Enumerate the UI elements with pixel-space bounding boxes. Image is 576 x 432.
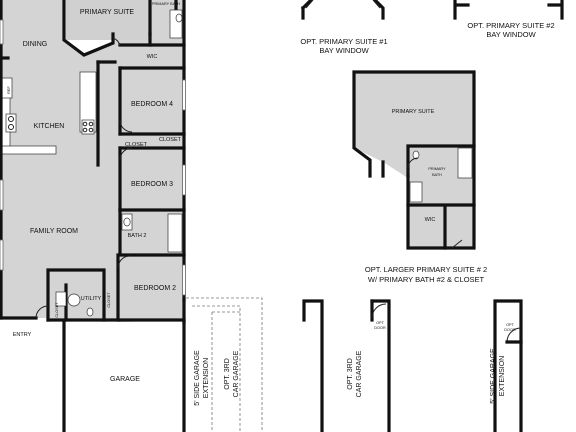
larger-suite-fill <box>354 72 474 248</box>
window-family <box>0 179 4 211</box>
burner-2 <box>88 121 94 127</box>
label-sge-door-1: OPT <box>506 323 514 327</box>
sink-basin-b <box>8 124 14 130</box>
larger-suite-toilet <box>412 150 420 160</box>
label-utility: UTILITY <box>81 296 102 302</box>
label-sge: 5' SIDE GARAGE EXTENSION <box>490 348 506 404</box>
label-bay1-line2: BAY WINDOW <box>319 46 369 55</box>
kitchen-counter-bottom <box>1 145 57 155</box>
svg-text:5' SIDE GARAGE: 5' SIDE GARAGE <box>194 350 201 406</box>
option-bay-window-1: OPT. PRIMARY SUITE #1 BAY WINDOW <box>300 0 388 55</box>
primary-door-swing <box>112 37 121 47</box>
label-closet-b: CLOSET <box>159 137 182 143</box>
option-side-garage-extension: OPT DOOR 5' SIDE GARAGE EXTENSION <box>490 299 523 432</box>
svg-text:OPT. 3RD: OPT. 3RD <box>224 358 231 390</box>
larger-suite-inner <box>406 144 476 250</box>
main-plan: PRIMARY SUITE PRIMARY BATH DINING WIC RE… <box>0 0 263 432</box>
larger-suite-vanity <box>409 181 423 203</box>
label-sge-door-2: DOOR <box>504 328 516 332</box>
svg-text:5' SIDE GARAGE: 5' SIDE GARAGE <box>490 348 497 404</box>
label-ref: REF <box>7 86 11 94</box>
side-garage-ext-outline <box>186 297 263 432</box>
window-bed4 <box>182 79 186 111</box>
bottom-wall <box>0 316 186 322</box>
bed2-door-swing <box>117 255 131 269</box>
dryer <box>55 291 67 307</box>
label-opt3-door-1: OPT <box>376 321 384 325</box>
washer <box>67 293 81 307</box>
window-bed3 <box>182 164 186 196</box>
window-dining <box>0 19 4 45</box>
utility-fixture <box>86 307 94 317</box>
side-garage-ext-inner <box>192 305 241 432</box>
label-closet-c: CLOSET <box>55 302 59 318</box>
label-bay2-line2: BAY WINDOW <box>486 30 536 39</box>
bay1-walls <box>300 0 385 20</box>
label-ls-wic: WIC <box>425 217 436 223</box>
bath2-wall <box>118 208 186 257</box>
larger-suite-tub <box>457 147 473 179</box>
label-bay1-line1: OPT. PRIMARY SUITE #1 <box>300 37 387 46</box>
sge-walls <box>493 299 523 432</box>
label-family-room: FAMILY ROOM <box>30 228 78 235</box>
label-side-garage-ext: 5' SIDE GARAGE EXTENSION <box>194 350 210 406</box>
bay2-walls <box>453 0 564 20</box>
bed4-door-swing <box>119 119 133 133</box>
entry-door-swing <box>35 305 49 319</box>
label-opt3-door-2: DOOR <box>374 326 386 330</box>
bath2-tub <box>167 213 183 253</box>
window-bed2 <box>182 264 186 296</box>
utility-walls <box>46 268 106 322</box>
label-kitchen: KITCHEN <box>34 123 65 130</box>
burner-1 <box>82 121 88 127</box>
label-bedroom-3: BEDROOM 3 <box>131 181 173 188</box>
primary-bath-toilet <box>175 13 183 23</box>
opt3-door-swing <box>371 303 387 319</box>
label-closet-d: CLOSET <box>107 292 111 308</box>
opt3-walls <box>302 299 391 432</box>
larger-suite-outer <box>352 70 476 250</box>
label-opt-3rd-garage: OPT. 3RD CAR GARAGE <box>224 350 240 397</box>
svg-text:EXTENSION: EXTENSION <box>499 356 506 396</box>
option-3rd-car-garage: OPT DOOR OPT. 3RD CAR GARAGE <box>302 299 391 432</box>
label-entry: ENTRY <box>13 332 32 338</box>
label-primary-bath: PRIMARY BATH <box>152 2 180 6</box>
svg-text:CAR GARAGE: CAR GARAGE <box>233 350 240 397</box>
svg-text:CAR GARAGE: CAR GARAGE <box>356 350 363 397</box>
svg-text:OPT. 3RD: OPT. 3RD <box>347 358 354 390</box>
primary-suite-fill <box>66 0 150 40</box>
label-ls-primary-bath-2: BATH <box>432 173 442 177</box>
range <box>81 119 95 135</box>
label-opt3-garage: OPT. 3RD CAR GARAGE <box>347 350 363 397</box>
label-dining: DINING <box>23 41 48 48</box>
option-larger-primary-suite: PRIMARY SUITE PRIMARY BATH WIC OPT. LARG… <box>352 70 487 284</box>
sink-basin-a <box>8 116 14 122</box>
larger-suite-door-swing <box>407 157 463 249</box>
burner-3 <box>82 127 88 133</box>
dining-primary-wall <box>62 0 115 57</box>
bay1-window <box>305 0 381 9</box>
label-ls-primary-bath-1: PRIMARY <box>428 167 446 171</box>
label-ls-caption-1: OPT. LARGER PRIMARY SUITE # 2 <box>365 265 487 274</box>
option-bay-window-2: OPT. PRIMARY SUITE #2 BAY WINDOW <box>453 0 564 39</box>
label-primary-suite: PRIMARY SUITE <box>80 9 135 16</box>
label-ls-primary-suite: PRIMARY SUITE <box>392 109 435 115</box>
sge-door-swing <box>506 327 522 343</box>
label-bay2-line1: OPT. PRIMARY SUITE #2 <box>467 21 554 30</box>
label-wic: WIC <box>147 54 158 60</box>
bath2-toilet <box>123 217 131 227</box>
bed3-door-swing <box>119 147 133 161</box>
label-bedroom-4: BEDROOM 4 <box>131 101 173 108</box>
label-ls-caption-2: W/ PRIMARY BATH #2 & CLOSET <box>368 275 485 284</box>
label-garage: GARAGE <box>110 376 140 383</box>
label-bath-2: BATH 2 <box>128 233 147 239</box>
label-closet-a: CLOSET <box>125 142 148 148</box>
sink <box>5 113 17 133</box>
svg-text:EXTENSION: EXTENSION <box>203 358 210 398</box>
main-floor-fill <box>1 0 185 322</box>
burner-4 <box>88 127 94 133</box>
window-family-2 <box>0 239 4 271</box>
label-bedroom-2: BEDROOM 2 <box>134 285 176 292</box>
